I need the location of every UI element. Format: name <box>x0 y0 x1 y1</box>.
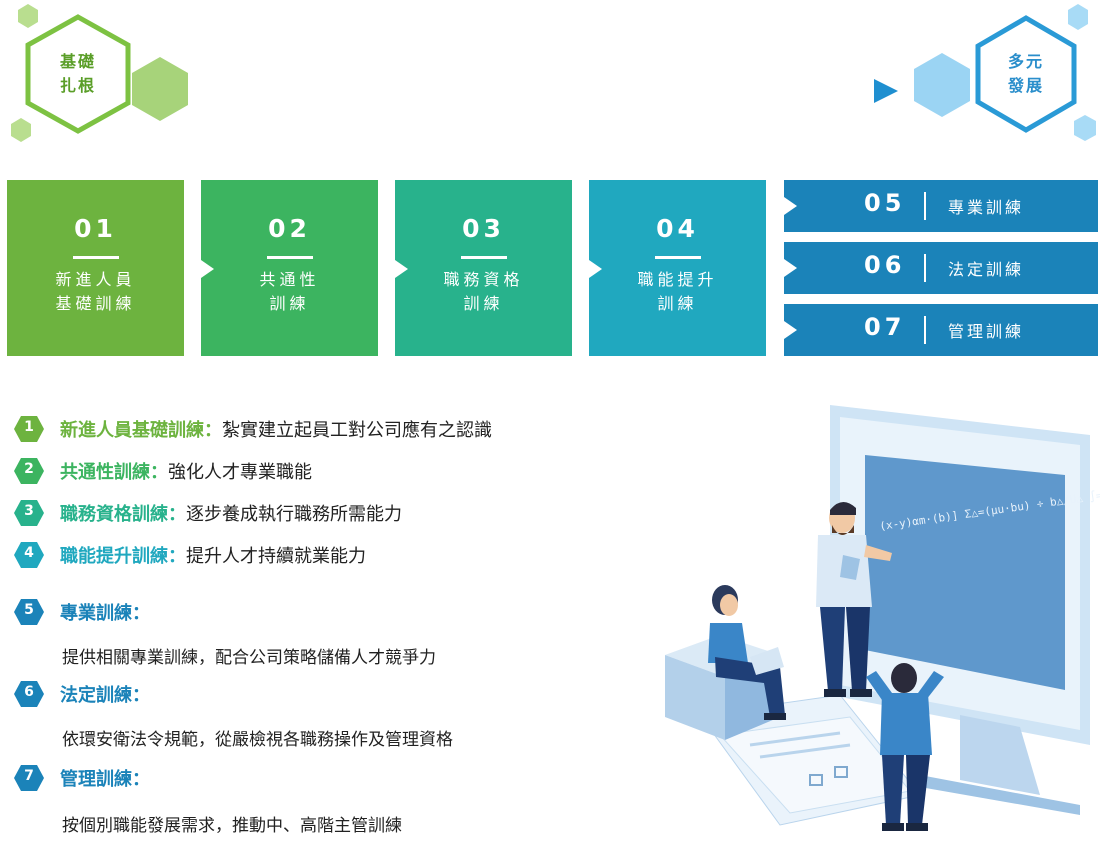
step-divider <box>266 256 313 259</box>
start-label: 基礎 扎根 <box>48 50 108 98</box>
badge-number: 1 <box>24 419 34 435</box>
step-name: 職能提升 訓練 <box>637 270 718 313</box>
step-number: 02 <box>268 214 311 243</box>
hexagon-small-green-bottom <box>11 118 31 142</box>
step-name: 共通性 訓練 <box>259 270 320 313</box>
badge-number: 3 <box>24 503 34 519</box>
step-name: 新進人員 基礎訓練 <box>55 270 136 313</box>
step-divider <box>460 256 507 259</box>
hexagon-green-filled <box>132 57 188 121</box>
hexagon-badge-icon <box>14 500 44 526</box>
bar-arrow-notch <box>784 321 797 339</box>
step-divider <box>72 256 119 259</box>
item-desc: 依環安衛法令規範，從嚴檢視各職務操作及管理資格 <box>62 730 453 750</box>
badge-number: 7 <box>24 768 34 784</box>
progress-arrow-head <box>874 79 898 103</box>
item-title: 專業訓練： <box>60 603 150 624</box>
item-desc: 逐步養成執行職務所需能力 <box>186 504 402 525</box>
item-desc: 提供相關專業訓練，配合公司策略儲備人才競爭力 <box>62 648 436 668</box>
end-label-line2: 發展 <box>1007 76 1044 95</box>
list-item-5: 5 專業訓練： <box>14 596 614 626</box>
step-number: 03 <box>462 214 505 243</box>
item-title: 新進人員基礎訓練：紮實建立起員工對公司應有之認識 <box>60 420 492 441</box>
list-item-2: 2 共通性訓練：強化人才專業職能 <box>14 455 714 485</box>
bar-number: 06 <box>864 251 906 279</box>
step-arrow-notch <box>201 260 214 278</box>
item-title: 共通性訓練：強化人才專業職能 <box>60 462 312 483</box>
bar-number: 07 <box>864 313 906 341</box>
hexagon-badge-icon <box>14 542 44 568</box>
hexagon-small-blue-top <box>1068 4 1088 30</box>
classroom-illustration: (x-y)αm·(b)] Σ△=(μu·bu) ÷ b△/U△ ∫=VT <box>665 405 1100 831</box>
hexagon-small-green-top <box>18 4 38 28</box>
step-divider <box>654 256 701 259</box>
end-label-line1: 多元 <box>1007 52 1044 71</box>
bar-05: 05 專業訓練 <box>784 180 1098 232</box>
step-03: 03 職務資格 訓練 <box>395 180 572 356</box>
list-item-3: 3 職務資格訓練：逐步養成執行職務所需能力 <box>14 497 714 527</box>
item-desc: 提升人才持續就業能力 <box>186 546 366 567</box>
step-name: 職務資格 訓練 <box>443 270 524 313</box>
hexagon-badge-icon <box>14 458 44 484</box>
step-number: 01 <box>74 214 117 243</box>
badge-number: 2 <box>24 461 34 477</box>
list-item-1: 1 新進人員基礎訓練：紮實建立起員工對公司應有之認識 <box>14 413 714 443</box>
badge-number: 4 <box>24 545 34 561</box>
hexagon-start-outline <box>25 14 131 134</box>
item-desc: 紮實建立起員工對公司應有之認識 <box>222 420 492 441</box>
step-02: 02 共通性 訓練 <box>201 180 378 356</box>
bar-arrow-notch <box>784 197 797 215</box>
hexagon-badge-icon <box>14 681 44 707</box>
step-number: 04 <box>656 214 699 243</box>
monitor-icon <box>830 405 1090 815</box>
bar-name: 管理訓練 <box>948 322 1025 341</box>
bar-name: 法定訓練 <box>948 260 1025 279</box>
start-label-line1: 基礎 <box>59 52 96 71</box>
bar-name: 專業訓練 <box>948 198 1025 217</box>
bar-07: 07 管理訓練 <box>784 304 1098 356</box>
item-desc: 按個別職能發展需求，推動中、高階主管訓練 <box>62 816 402 836</box>
badge-number: 6 <box>24 684 34 700</box>
bar-separator <box>924 316 926 344</box>
list-item-6: 6 法定訓練： <box>14 678 614 708</box>
hexagon-badge-icon <box>14 416 44 442</box>
hexagon-badge-icon <box>14 599 44 625</box>
bar-06: 06 法定訓練 <box>784 242 1098 294</box>
step-arrow-notch <box>395 260 408 278</box>
step-01: 01 新進人員 基礎訓練 <box>7 180 184 356</box>
list-item-7: 7 管理訓練： <box>14 762 614 792</box>
bar-separator <box>924 254 926 282</box>
badge-number: 5 <box>24 602 34 618</box>
item-title: 法定訓練： <box>60 685 150 706</box>
step-04: 04 職能提升 訓練 <box>589 180 766 356</box>
item-title: 職務資格訓練：逐步養成執行職務所需能力 <box>60 504 402 525</box>
bar-separator <box>924 192 926 220</box>
start-label-line2: 扎根 <box>59 76 96 95</box>
student-avatar <box>866 663 944 831</box>
step-arrow-notch <box>589 260 602 278</box>
item-desc: 強化人才專業職能 <box>168 462 312 483</box>
end-label: 多元 發展 <box>996 50 1056 98</box>
bar-arrow-notch <box>784 259 797 277</box>
item-title: 管理訓練： <box>60 769 150 790</box>
hexagon-badge-icon <box>14 765 44 791</box>
hexagon-end-outline <box>975 15 1077 133</box>
list-item-4: 4 職能提升訓練：提升人才持續就業能力 <box>14 539 714 569</box>
hexagon-small-blue-bottom <box>1074 115 1096 141</box>
item-title: 職能提升訓練：提升人才持續就業能力 <box>60 546 366 567</box>
woman-avatar <box>708 585 786 720</box>
header-graphic <box>11 4 1096 142</box>
hexagon-blue-filled <box>914 53 970 117</box>
teacher-avatar <box>816 501 892 697</box>
bar-number: 05 <box>864 189 906 217</box>
